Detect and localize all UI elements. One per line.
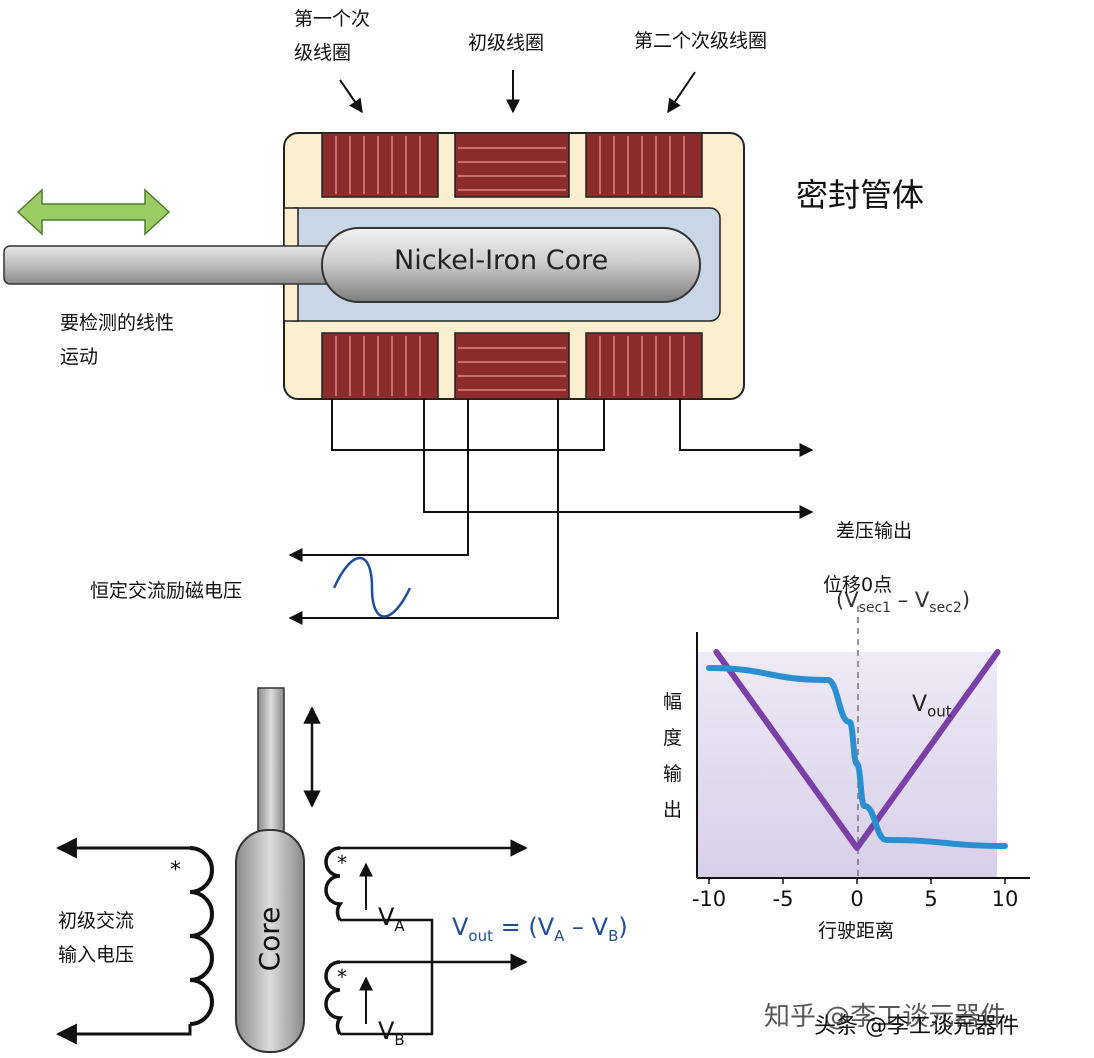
label-sealed-tube: 密封管体 — [796, 176, 925, 214]
sine-wave-icon — [332, 556, 412, 618]
x-tick-label: -10 — [692, 887, 726, 911]
eq-v: V — [452, 913, 469, 941]
formula-minus: – V — [891, 588, 930, 612]
coil-secondary2-bottom — [585, 332, 703, 400]
eq-b: B — [608, 926, 619, 945]
watermark-toutiao: 头条 @李工谈元器件 — [814, 1014, 1019, 1039]
formula-open: (V — [836, 588, 859, 612]
vertical-rod — [257, 687, 285, 839]
label-asterisk-va: * — [337, 851, 347, 875]
label-vb: VB — [378, 980, 405, 1057]
label-excitation: 恒定交流励磁电压 — [90, 580, 243, 602]
label-secondary-coil-2: 第二个次级线圈 — [634, 30, 768, 52]
eq-close: ) — [618, 913, 628, 941]
wiring — [288, 399, 814, 625]
chart-series — [706, 649, 1008, 851]
label-vout-equation: Vout = (VA – VB) — [452, 876, 628, 953]
label-differential-output: 差压输出 (Vsec1 – Vsec2) — [836, 480, 970, 659]
push-rod — [3, 245, 335, 285]
diff-output-formula: (Vsec1 – Vsec2) — [836, 588, 971, 616]
vb-sub: B — [394, 1030, 405, 1049]
secondary-coils-schematic — [324, 839, 528, 1036]
watermark-zhihu: 知乎 @李工谈元器件 — [764, 1002, 1007, 1032]
chart-y-label: 幅 度 输 出 — [663, 691, 683, 821]
x-tick-label: 10 — [992, 887, 1019, 911]
x-tick-label: 0 — [850, 887, 863, 911]
chart-legend-vout: Vout — [912, 654, 952, 728]
chart-x-label: 行驶距离 — [818, 920, 895, 942]
coil-primary-bottom — [454, 332, 570, 400]
eq-a: A — [554, 926, 565, 945]
formula-close: ) — [961, 588, 971, 612]
label-core: Nickel-Iron Core — [394, 245, 609, 276]
x-tick-label: 5 — [924, 887, 937, 911]
vb-v: V — [378, 1017, 395, 1045]
chart-x-ticks: -10 -5 0 5 10 — [692, 878, 1019, 911]
formula-sec1: sec1 — [858, 600, 892, 617]
eq-out: out — [468, 926, 493, 945]
x-tick-label: -5 — [773, 887, 794, 911]
label-zero-point: 位移0点 — [823, 574, 893, 596]
eq-rest: = (V — [493, 913, 555, 941]
label-core-small: Core — [253, 906, 286, 972]
label-primary-coil: 初级线圈 — [468, 32, 545, 54]
label-asterisk-vb: * — [337, 965, 347, 989]
va-sub: A — [394, 916, 405, 935]
formula-sec2: sec2 — [929, 600, 962, 617]
label-primary-input: 初级交流 输入电压 — [58, 910, 135, 966]
label-secondary-coil-1: 第一个次 级线圈 — [294, 8, 371, 64]
label-va: VA — [378, 866, 405, 943]
coil-secondary2-top — [585, 132, 703, 198]
series-blue-line — [706, 665, 1008, 849]
coil-secondary1-bottom — [321, 332, 439, 400]
label-asterisk-primary: * — [170, 858, 181, 883]
diff-output-text: 差压输出 — [836, 520, 913, 542]
vout-v: V — [912, 692, 928, 717]
primary-coil-schematic — [55, 837, 214, 1045]
nickel-iron-core — [321, 227, 701, 303]
va-v: V — [378, 903, 395, 931]
core-body — [235, 829, 305, 1053]
vout-sub: out — [927, 702, 952, 721]
output-chart: -10 -5 0 5 10 — [692, 606, 1030, 911]
motion-arrow-icon — [16, 188, 171, 236]
series-vout-line — [713, 649, 1001, 851]
coil-primary-top — [454, 132, 570, 198]
label-linear-motion: 要检测的线性 运动 — [60, 312, 175, 368]
coil-secondary1-top — [321, 132, 439, 198]
eq-minus: – V — [564, 913, 609, 941]
label-pointers — [339, 70, 696, 114]
